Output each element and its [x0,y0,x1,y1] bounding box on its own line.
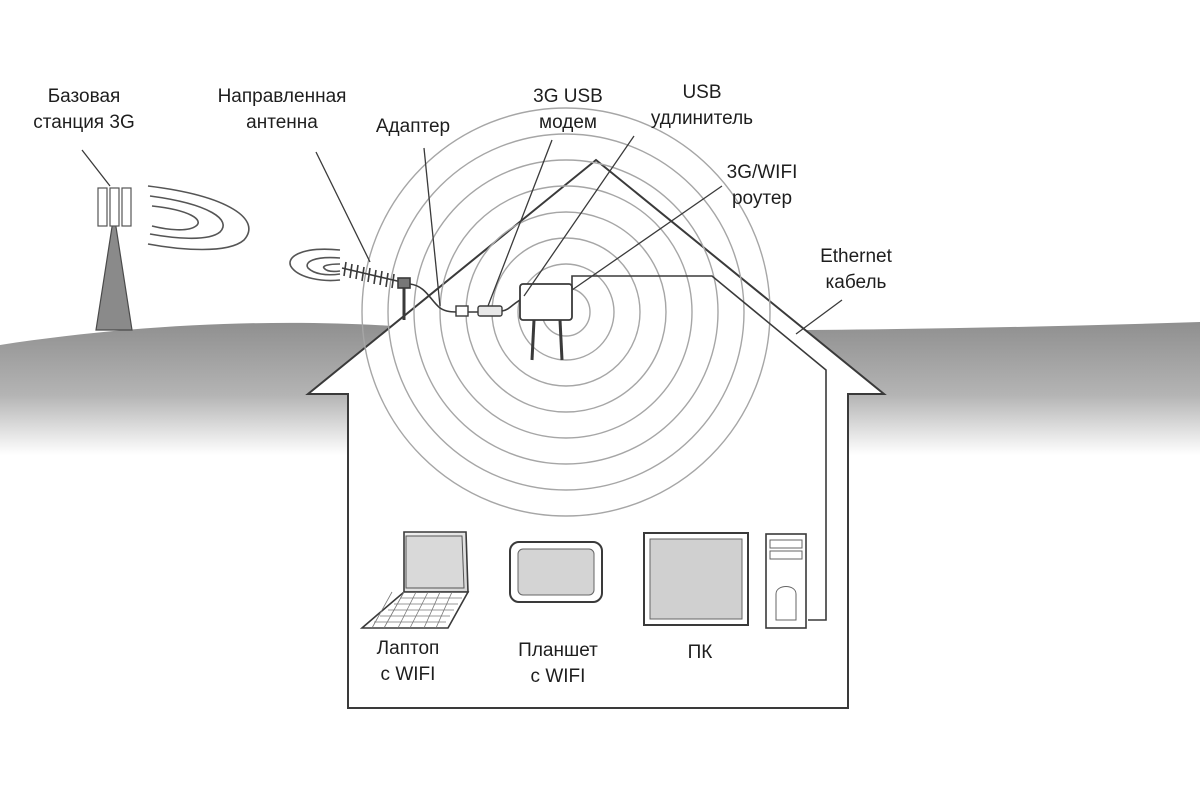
antenna-radio-waves [289,248,341,282]
label-pc-line1: ПК [688,642,713,663]
label-usb-modem-line1: 3G USB [533,86,603,107]
yagi-antenna-icon [341,261,411,320]
label-router-line2: роутер [732,188,792,209]
label-tablet-line1: Планшет [518,640,598,661]
label-laptop-line2: с WIFI [381,664,436,685]
label-usb-extender-line1: USB [682,82,721,103]
tower-radio-waves [147,185,250,251]
leader-lines [81,135,843,335]
label-router-line1: 3G/WIFI [727,162,798,183]
label-antenna-line2: антенна [246,112,318,133]
laptop-icon [359,531,470,629]
adapter-connector [455,305,469,317]
tablet-icon [509,541,603,603]
label-antenna-line1: Направленная [218,86,347,107]
label-pc: ПК [688,642,713,663]
label-usb-modem: 3G USB модем [533,86,603,133]
usb-extender-connector [477,305,503,317]
label-laptop-line1: Лаптоп [377,638,440,659]
label-ethernet-cable: Ethernet кабель [820,246,893,293]
label-directional-antenna: Направленная антенна [218,86,347,133]
label-usb-modem-line2: модем [539,112,597,133]
label-adapter: Адаптер [376,116,450,137]
label-base-station-line1: Базовая [48,86,121,107]
label-ethernet-line2: кабель [826,272,887,293]
label-laptop: Лаптоп с WIFI [377,638,440,685]
monitor-icon [643,532,749,626]
label-base-station-line2: станция 3G [33,112,134,133]
label-tablet-line2: с WIFI [531,666,586,687]
label-usb-extender: USB удлинитель [651,82,753,129]
pc-tower-icon [765,533,807,629]
label-router: 3G/WIFI роутер [727,162,798,209]
label-ethernet-line1: Ethernet [820,246,893,267]
label-adapter-line1: Адаптер [376,116,450,137]
label-base-station: Базовая станция 3G [33,86,134,133]
ethernet-cable-line [571,275,827,621]
router-icon [519,283,573,361]
label-tablet: Планшет с WIFI [518,640,598,687]
cell-tower-icon [95,187,133,331]
label-usb-extender-line2: удлинитель [651,108,753,129]
